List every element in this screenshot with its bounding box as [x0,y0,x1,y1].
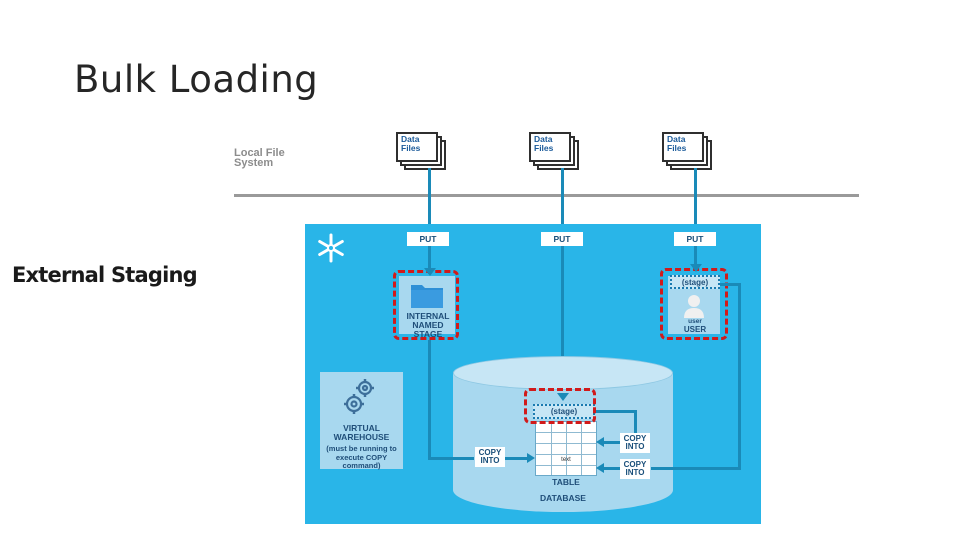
virtual-warehouse [320,372,403,469]
arrow-down [424,268,436,276]
warehouse-label: VIRTUAL WAREHOUSE [320,424,403,442]
table-stage-label: (stage) [550,407,578,416]
connector-line [651,467,741,470]
local-fs-line2: System [234,157,274,169]
arrow-down [690,264,702,272]
copy-into-right-bottom: COPY INTO [620,459,650,479]
connector-line [634,410,637,434]
user-label-line1: user [688,318,702,325]
connector-line [428,246,431,274]
slide-title: Bulk Loading [74,58,319,101]
connector-line [738,283,741,469]
table-grid [535,421,597,476]
warehouse-line2: WAREHOUSE [333,432,390,442]
copy-line1: COPY [623,434,647,443]
highlight-box [524,388,596,424]
arrow-down [557,393,569,401]
copy-line2: INTO [625,442,645,451]
connector-line [561,168,564,226]
folder-icon [411,285,443,308]
connector-line [600,441,620,444]
internal-stage-line2: NAMED [412,320,444,330]
put-label: PUT [407,232,449,246]
internal-stage-label: INTERNAL NAMED STAGE [400,312,456,339]
local-fs-line1: Local File [234,147,285,159]
database-label: DATABASE [540,493,586,503]
connector-line [600,467,620,470]
data-files-label-line2: Files [667,143,687,153]
put-label: PUT [674,232,716,246]
copy-line2: INTO [480,456,500,465]
copy-into-left: COPY INTO [475,447,505,467]
copy-into-right-top: COPY INTO [620,433,650,453]
database-top [453,356,673,390]
data-files-label-line1: Data [401,134,420,144]
user-icon [684,295,704,318]
warehouse-line1: VIRTUAL [343,423,380,433]
user-label: user USER [668,318,722,334]
warehouse-note3: command) [342,461,381,470]
connector-line [596,410,636,413]
arrow-right [527,453,535,463]
snowflake-icon [318,233,344,263]
connector-line [561,246,564,394]
connector-line [505,457,529,460]
copy-line1: COPY [623,460,647,469]
arrow-left [596,463,604,473]
local-file-system-label: Local File System [234,147,285,169]
data-files-label-line2: Files [534,143,554,153]
highlight-box [393,270,459,340]
connector-line [694,168,697,226]
internal-stage-line3: STAGE [413,329,443,339]
table-label: TABLE [552,477,580,487]
user-stage-tag [670,275,720,289]
data-files-label-line1: Data [534,134,553,144]
data-files-label-line2: Files [401,143,421,153]
warehouse-note2: execute COPY [335,452,388,462]
file-system-divider [234,194,859,197]
gears-icon [344,379,374,414]
connector-line [428,340,431,460]
copy-line2: INTO [625,468,645,477]
highlight-box [660,268,728,340]
connector-line [428,168,431,226]
external-staging-label: External Staging [12,263,198,287]
copy-line1: COPY [478,448,502,457]
user-stage-label: (stage) [681,278,709,287]
arrow-left [596,437,604,447]
connector-line [694,246,697,268]
user-label-line2: USER [683,325,707,334]
data-files-label-line1: Data [667,134,686,144]
connector-line [428,457,474,460]
connector-line [720,283,740,286]
internal-stage-line1: INTERNAL [406,311,450,321]
warehouse-note: (must be running to execute COPY command… [318,444,405,471]
put-label: PUT [541,232,583,246]
table-text: text [561,457,571,463]
warehouse-note1: (must be running to [326,444,397,453]
